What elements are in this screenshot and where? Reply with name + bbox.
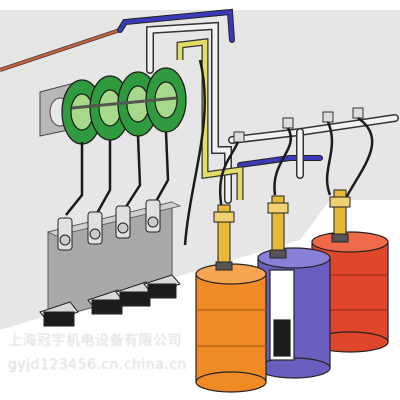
hose-reel-assembly-icon [61, 67, 187, 145]
orange-supply-pipe [0, 28, 121, 72]
drip-trays [39, 274, 181, 327]
watermark-url: gyjd123456.cn.china.cn [8, 357, 187, 373]
dispense-gun-icon [57, 199, 161, 251]
drum-hoses [183, 59, 374, 246]
watermark-company-name: 上海冠宇机电设备有限公司 [8, 333, 182, 349]
oil-drum-purple [257, 247, 331, 379]
reel-hoses [65, 131, 170, 216]
blue-air-pipe [117, 8, 323, 168]
oil-drum-orange [195, 263, 267, 393]
drum-pump-icon [213, 189, 351, 271]
